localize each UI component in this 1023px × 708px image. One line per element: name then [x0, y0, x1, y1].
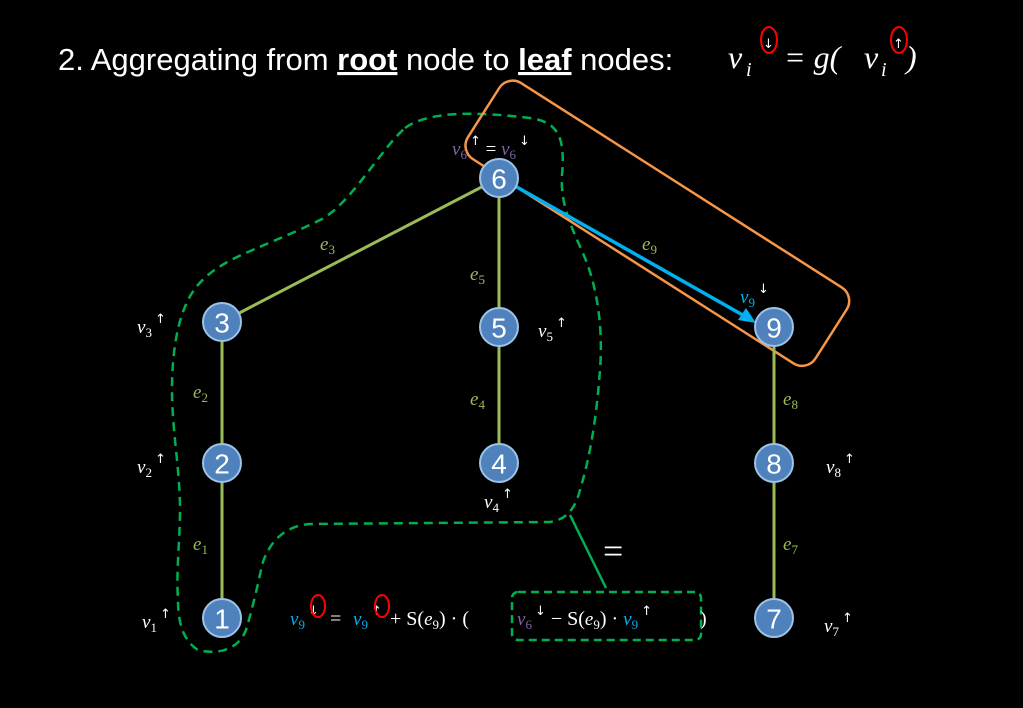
node-6-label: 6: [491, 164, 507, 195]
node-9: 9: [754, 307, 794, 347]
title-formula-up: ↑: [893, 37, 904, 52]
tree-nodes: 6 3 5 9 2 4 8 1 7: [202, 158, 794, 638]
node-6: 6: [479, 158, 519, 198]
vertex-labels: v3↑ v5↑ v2↑ v4↑ v8↑ v1↑ v7↑: [137, 312, 855, 639]
root-equation: v6↑ = v6↓: [452, 134, 530, 162]
title-formula-sub: i: [746, 59, 752, 81]
node-4-label: 4: [491, 449, 507, 480]
title-prefix: 2. Aggregating from: [58, 42, 337, 77]
title-leaf-word: leaf: [518, 42, 572, 77]
green-dashed-region: [170, 112, 603, 654]
node-2: 2: [202, 443, 242, 483]
formula-middle: + S(e9) · (: [390, 608, 469, 632]
svg-text:2. Aggregating from root node: 2. Aggregating from root node to leaf no…: [58, 42, 673, 77]
orange-highlight-box: [464, 79, 851, 368]
node-9-label: 9: [766, 313, 782, 344]
node-7: 7: [754, 598, 794, 638]
node-8: 8: [754, 443, 794, 483]
title-formula-v2: v: [864, 39, 879, 75]
edge-labels: e3 e5 e9 e2 e4 e8 e1 e7: [193, 234, 798, 557]
edge-label-e5: e5: [470, 264, 485, 287]
edge-label-e3: e3: [320, 234, 335, 257]
title-suffix: nodes:: [572, 42, 674, 77]
red-circle-up-title: [890, 26, 908, 54]
edge-label-e4: e4: [470, 389, 485, 412]
node-8-label: 8: [766, 449, 782, 480]
red-circle-down-title: [760, 26, 778, 54]
title-middle: node to: [397, 42, 518, 77]
edge-6-3: [221, 176, 500, 324]
title-formula-v: v: [728, 39, 743, 75]
edge-label-e7: e7: [783, 534, 798, 557]
vertex-label-v8: v8↑: [826, 452, 855, 480]
green-dashed-term-box: [510, 590, 703, 642]
vertex-label-v7: v7↑: [824, 611, 853, 639]
bottom-formula: v9↓ = v9↑ + S(e9) · ( v6↓ − S(e9) · v9↑ …: [290, 594, 707, 632]
node-1: 1: [202, 598, 242, 638]
title-formula-down: ↓: [763, 37, 774, 52]
vertex-label-v3: v3↑: [137, 312, 166, 340]
node-3-label: 3: [214, 308, 230, 339]
vertex-label-v2: v2↑: [137, 452, 166, 480]
node-3: 3: [202, 302, 242, 342]
node-4: 4: [479, 443, 519, 483]
title-formula-sub2: i: [881, 59, 887, 81]
node-1-label: 1: [214, 604, 230, 635]
edge-label-e2: e2: [193, 382, 208, 405]
red-circle-down-formula: [310, 594, 326, 618]
formula-end: ): [700, 608, 707, 630]
edge-label-e1: e1: [193, 534, 208, 557]
slide-title: 2. Aggregating from root node to leaf no…: [58, 26, 917, 81]
node-7-label: 7: [766, 604, 782, 635]
formula-v9-down: v9↓: [290, 604, 319, 632]
edge-label-e8: e8: [783, 389, 798, 412]
formula-eq: =: [330, 608, 341, 630]
vertex-label-v9-down: v9↓: [740, 282, 769, 310]
equals-connector-line: [568, 514, 608, 589]
tree-edges: [220, 176, 776, 618]
edge-6-9-arrowhead: [738, 308, 756, 323]
node-5: 5: [479, 307, 519, 347]
title-root-word: root: [337, 42, 397, 77]
vertex-label-v5: v5↑: [538, 316, 567, 344]
formula-boxed-term: v6↓ − S(e9) · v9↑: [517, 604, 652, 632]
node-5-label: 5: [491, 313, 507, 344]
formula-v9-up: v9↑: [353, 604, 382, 632]
edge-label-e9: e9: [642, 234, 657, 257]
vertex-label-v1: v1↑: [142, 607, 171, 635]
title-formula-eq: = g(: [784, 39, 843, 75]
title-formula-close: ): [904, 39, 917, 75]
vertex-label-v4: v4↑: [484, 487, 513, 515]
edge-6-9-highlight: [514, 184, 749, 320]
node-2-label: 2: [214, 449, 230, 480]
red-circle-up-formula: [374, 594, 390, 618]
equals-sign: =: [603, 531, 623, 571]
